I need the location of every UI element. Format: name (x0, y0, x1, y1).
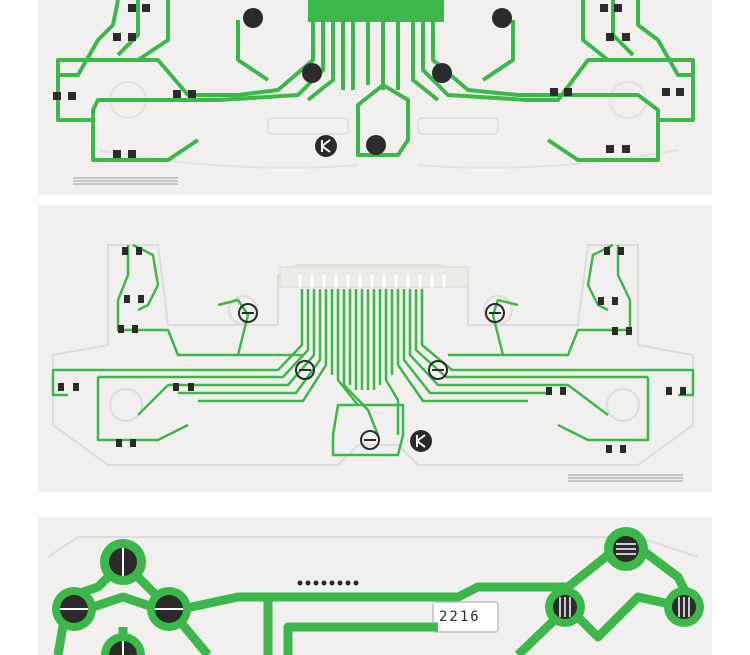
barcode-strip (568, 474, 683, 482)
resistors (58, 247, 686, 453)
connector-tab (279, 266, 469, 288)
resistors (53, 4, 684, 158)
contact-dots (297, 580, 359, 586)
logo-mark (410, 430, 432, 452)
membrane-circuit-bottom (47, 527, 704, 655)
ribbon-connector (308, 0, 444, 22)
circuit-traces (51, 243, 695, 457)
membrane-circuit-middle (51, 243, 695, 482)
barcode-strip (73, 177, 178, 185)
contact-pads (238, 303, 505, 450)
logo-mark (315, 135, 337, 157)
membrane-panel-bottom: 2216 (38, 517, 712, 655)
contact-pads (60, 536, 696, 655)
membrane-panel-middle (38, 205, 712, 492)
membrane-circuit-top (53, 0, 695, 185)
contact-pads (243, 8, 512, 157)
board-code-label: 2216 (439, 609, 481, 625)
membrane-panel-top (38, 0, 712, 195)
